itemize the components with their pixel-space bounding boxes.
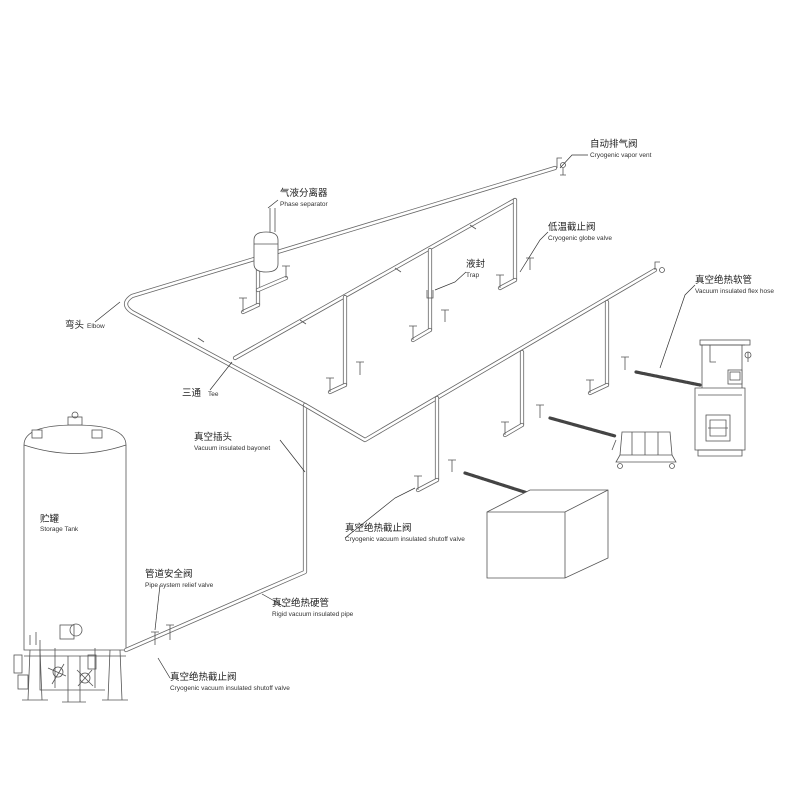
tee-label-zh: 三通 bbox=[182, 388, 202, 399]
vapor-vent-label-zh: 自动排气阀 bbox=[590, 138, 638, 150]
shutoff-valve-mid-label-en: Cryogenic vacuum insulated shutoff valve bbox=[345, 536, 465, 543]
flex-hose-label-zh: 真空绝热软管 bbox=[695, 274, 752, 286]
valves bbox=[151, 157, 665, 645]
relief-valve-label-en: Pipe system relief valve bbox=[145, 582, 214, 589]
rigid-pipe-label-zh: 真空绝热硬管 bbox=[272, 597, 329, 609]
shutoff-valve-mid-label-zh: 真空绝热截止阀 bbox=[345, 522, 412, 534]
elbow-label-en: Elbow bbox=[87, 323, 105, 330]
bayonet-label-en: Vacuum insulated bayonet bbox=[194, 445, 270, 452]
storage-tank-label-zh: 贮罐 bbox=[40, 513, 60, 525]
vapor-vent-label-en: Cryogenic vapor vent bbox=[590, 152, 652, 159]
shutoff-valve-low-label-en: Cryogenic vacuum insulated shutoff valve bbox=[170, 685, 290, 692]
trap-label-en: Trap bbox=[466, 272, 480, 279]
relief-valve-label-zh: 管道安全阀 bbox=[145, 568, 193, 580]
globe-valve-label-en: Cryogenic globe valve bbox=[548, 235, 612, 242]
tee-label-en: Tee bbox=[208, 391, 219, 398]
leader-lines bbox=[94, 154, 696, 679]
flex-hose-label-en: Vacuum insulated flex hose bbox=[695, 288, 774, 295]
rigid-pipe-label-en: Rigid vacuum insulated pipe bbox=[272, 611, 354, 618]
phase-separator-label-en: Phase separator bbox=[280, 201, 329, 208]
elbow-label-zh: 弯头 bbox=[65, 319, 84, 331]
shutoff-valve-low-label-zh: 真空绝热截止阀 bbox=[170, 671, 237, 683]
labels: 自动排气阀 Cryogenic vapor vent 气液分离器 Phase s… bbox=[40, 138, 774, 692]
storage-tank bbox=[13, 411, 128, 703]
phase-separator-label-zh: 气液分离器 bbox=[280, 187, 328, 199]
storage-tank-label-en: Storage Tank bbox=[40, 526, 79, 533]
phase-separator bbox=[253, 208, 279, 273]
bayonet-label-zh: 真空插头 bbox=[194, 431, 232, 443]
pipe-network bbox=[123, 165, 658, 653]
equipment bbox=[463, 339, 752, 579]
globe-valve-label-zh: 低温截止阀 bbox=[548, 221, 596, 233]
trap-label-zh: 液封 bbox=[466, 258, 486, 270]
